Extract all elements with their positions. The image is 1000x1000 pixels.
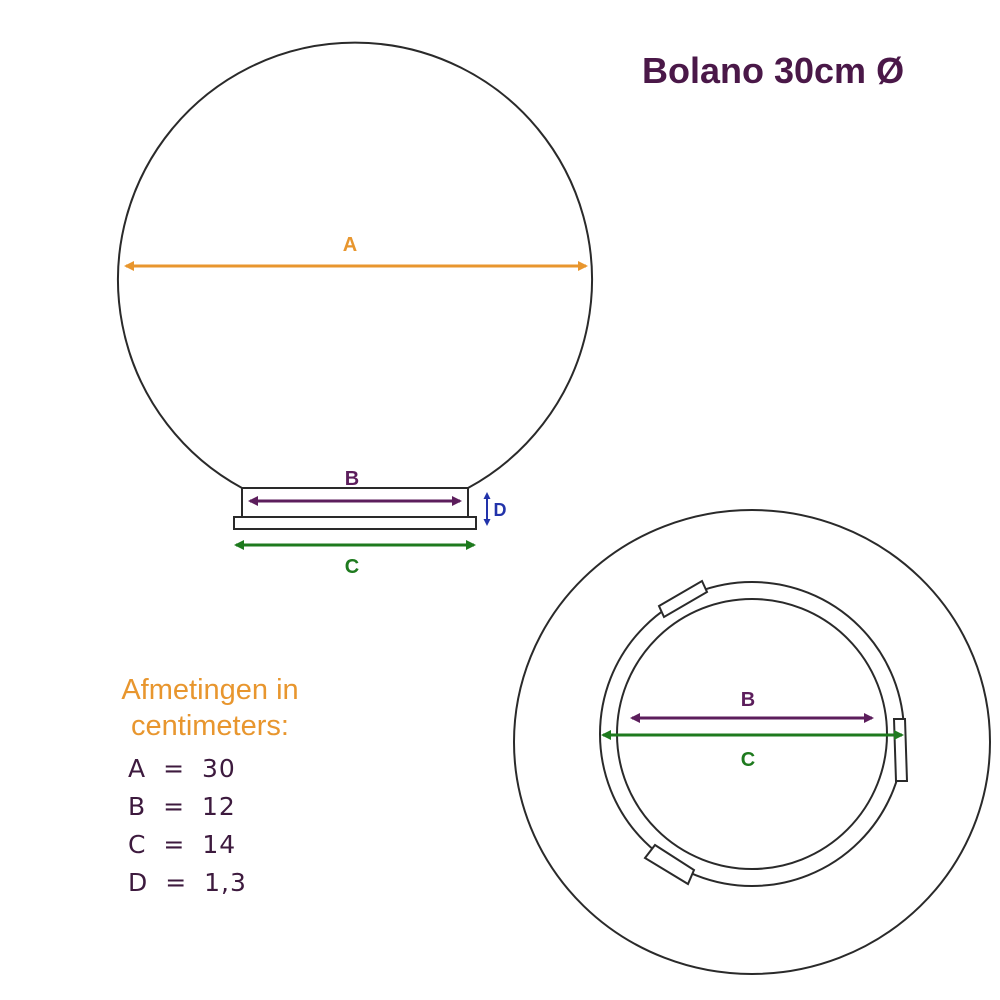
side-view: A B C D: [117, 41, 593, 578]
dimension-value: 30: [201, 754, 236, 783]
bottom-dimension-c-label: C: [741, 749, 755, 771]
flange-notch-top: [657, 579, 709, 619]
dimension-key: C: [128, 830, 147, 859]
dimensions-heading: Afmetingen in centimeters:: [90, 672, 330, 744]
dimension-row-d: D = 1,3: [128, 864, 247, 902]
dimension-row-a: A = 30: [128, 750, 247, 788]
dimensions-heading-line1: Afmetingen in: [121, 674, 299, 706]
product-title: Bolano 30cm Ø: [642, 50, 905, 91]
dimension-key: A: [128, 754, 147, 783]
dimensions-heading-line2: centimeters:: [131, 710, 289, 742]
bottom-outer-circle: [513, 509, 991, 975]
flange-notch-bottom: [643, 843, 696, 886]
dimension-value: 12: [202, 792, 236, 821]
dimensions-list: A = 30 B = 12 C = 14 D = 1,3: [128, 750, 247, 902]
dimension-key: B: [128, 792, 147, 821]
dimension-key: D: [128, 868, 149, 897]
globe-outline: [117, 41, 593, 489]
dimension-row-c: C = 14: [128, 826, 247, 864]
dimension-row-b: B = 12: [128, 788, 247, 826]
dimension-c-label: C: [345, 556, 359, 578]
dimension-equals: =: [163, 830, 186, 859]
dimension-value: 1,3: [204, 868, 247, 897]
dimension-equals: =: [165, 868, 188, 897]
dimension-equals: =: [163, 754, 186, 783]
dimension-b-label: B: [345, 468, 359, 490]
dimension-equals: =: [163, 792, 186, 821]
globe-flange: [233, 516, 477, 530]
flange-notch-right: [892, 718, 909, 782]
bottom-view: B C: [513, 509, 991, 975]
dimension-a-label: A: [343, 234, 357, 256]
dimension-d-label: D: [494, 500, 507, 520]
bottom-dimension-b-label: B: [741, 689, 755, 711]
dimension-value: 14: [202, 830, 237, 859]
